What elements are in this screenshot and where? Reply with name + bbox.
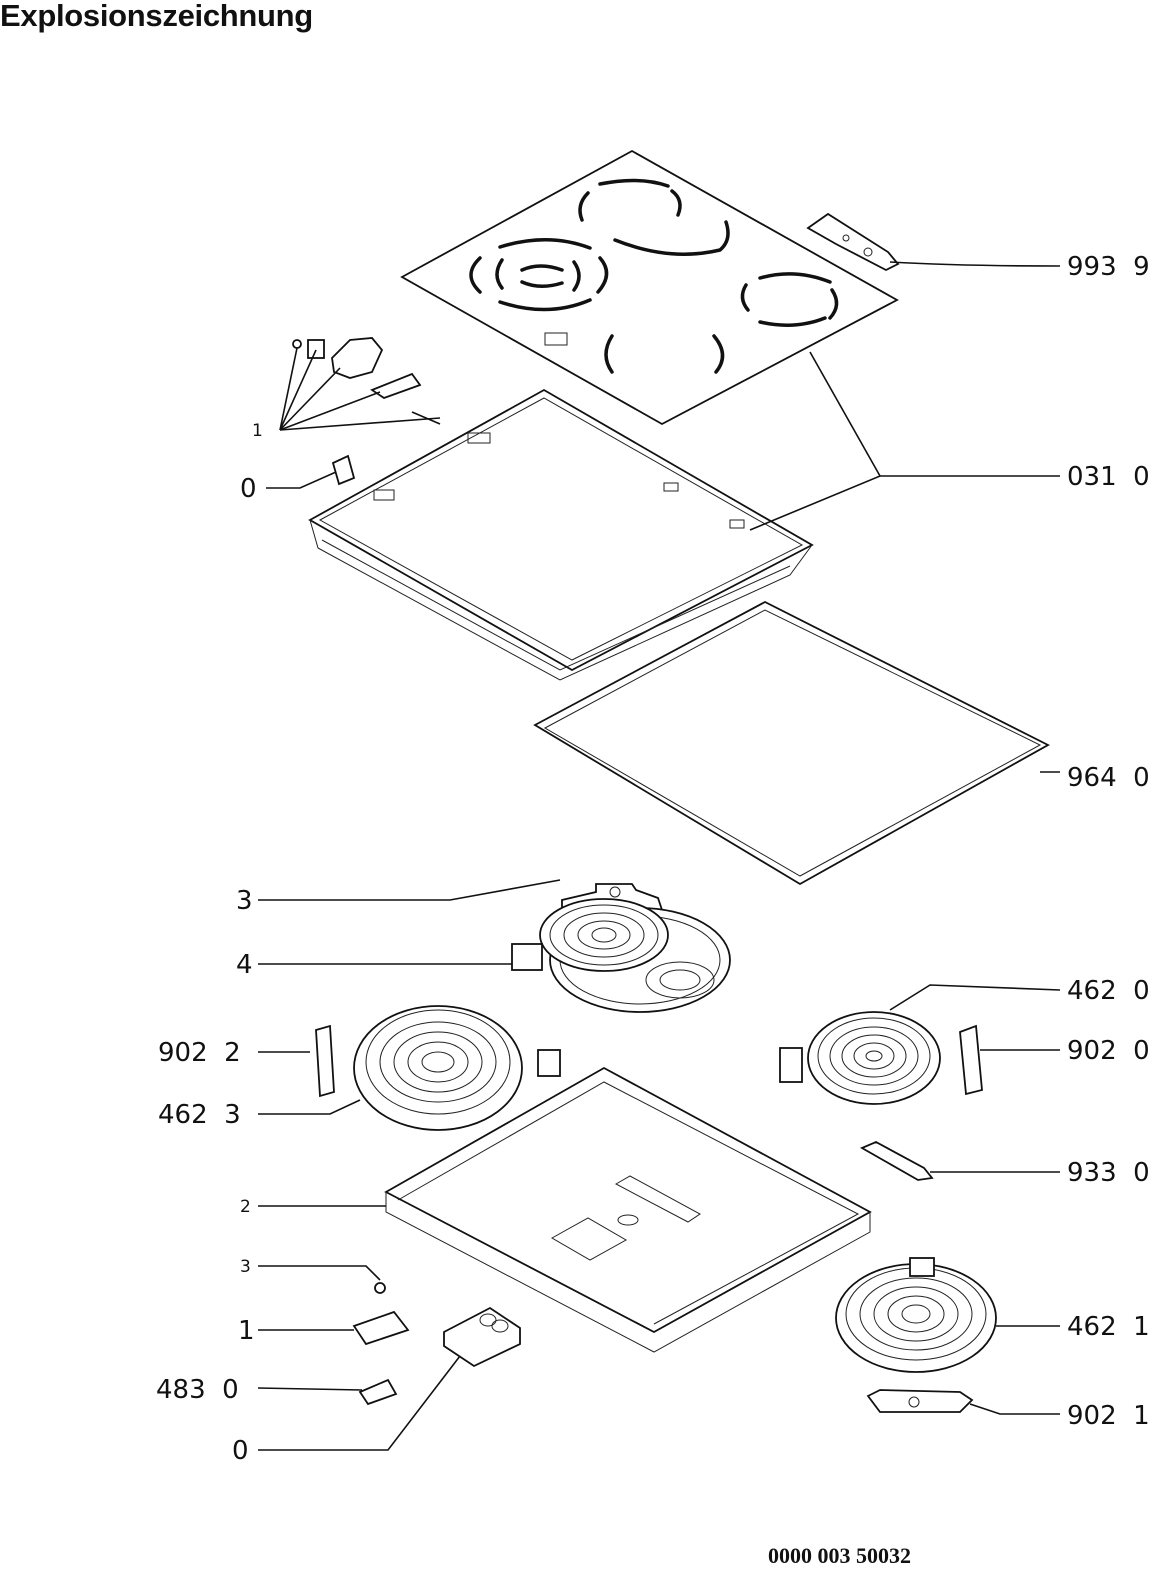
small-parts-top-left (292, 337, 441, 486)
callout-label: 462 3 (158, 1100, 241, 1130)
leader-lines (257, 261, 1061, 1451)
callout-label: 2 (240, 1197, 251, 1217)
callout-label: 0 (232, 1436, 249, 1466)
hotplate-bottom-right (835, 1257, 997, 1413)
callout-label: 902 1 (1067, 1401, 1150, 1431)
frame-trough (308, 388, 814, 681)
document-number: 0000 003 50032 (768, 1543, 911, 1568)
callout-label: 3 (236, 886, 253, 916)
callout-label: 483 0 (156, 1375, 239, 1405)
callout-label: 1 (238, 1316, 255, 1346)
callout-label: 902 2 (158, 1038, 241, 1068)
callout-label: 0 (240, 474, 257, 504)
base-plate (384, 1066, 872, 1353)
callout-label: 933 0 (1067, 1158, 1150, 1188)
page-title: Explosionszeichnung (0, 0, 313, 33)
terminal-blocks (352, 1282, 521, 1406)
callout-label: 031 0 (1067, 462, 1150, 492)
callout-label: 964 0 (1067, 763, 1150, 793)
callout-labels: 993 9 031 0 964 0 462 0 902 0 933 0 462 … (156, 252, 1150, 1466)
hotplate-oval (511, 883, 731, 1013)
seal-gasket (533, 600, 1050, 886)
callout-label: 993 9 (1067, 252, 1150, 282)
callout-label: 3 (240, 1257, 251, 1277)
callout-label: 1 (252, 421, 263, 441)
glass-ceramic-top (400, 149, 900, 426)
callout-label: 902 0 (1067, 1036, 1150, 1066)
callout-label: 4 (236, 950, 253, 980)
callout-label: 462 0 (1067, 976, 1150, 1006)
hotplate-right-round (779, 1011, 983, 1181)
hotplate-left-round (315, 1005, 561, 1131)
callout-label: 462 1 (1067, 1312, 1150, 1342)
